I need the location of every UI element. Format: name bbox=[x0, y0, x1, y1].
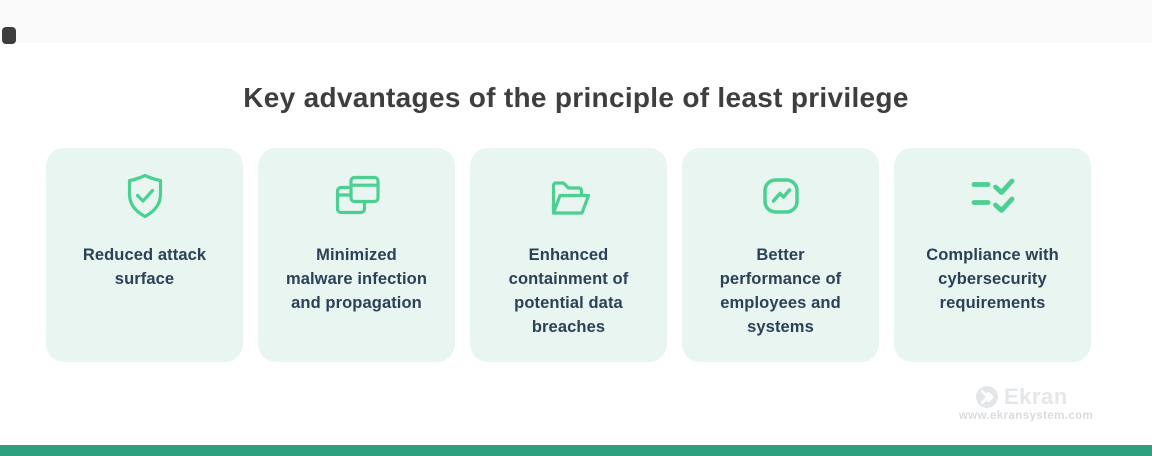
card-better-performance: Better performance of employees and syst… bbox=[682, 148, 879, 362]
card-label: Better performance of employees and syst… bbox=[719, 246, 842, 336]
overlap-windows-icon bbox=[331, 170, 383, 222]
footer-accent-bar bbox=[0, 445, 1152, 456]
card-reduced-attack-surface: Reduced attack surface bbox=[46, 148, 243, 362]
card-label: Compliance with cybersecurity requiremen… bbox=[926, 246, 1059, 312]
ekran-brand-text: Ekran bbox=[1004, 384, 1068, 409]
checklist-icon bbox=[967, 170, 1019, 222]
card-enhanced-containment: Enhanced containment of potential data b… bbox=[470, 148, 667, 362]
ekran-logo-icon bbox=[976, 386, 998, 413]
open-folder-icon bbox=[543, 170, 595, 222]
trend-chart-icon bbox=[755, 170, 807, 222]
card-label: Minimized malware infection and propagat… bbox=[285, 246, 428, 312]
card-label: Enhanced containment of potential data b… bbox=[508, 246, 629, 336]
card-label: Reduced attack surface bbox=[82, 246, 207, 288]
top-band bbox=[0, 0, 1152, 43]
page-title: Key advantages of the principle of least… bbox=[243, 82, 909, 113]
card-compliance: Compliance with cybersecurity requiremen… bbox=[894, 148, 1091, 362]
card-minimized-malware: Minimized malware infection and propagat… bbox=[258, 148, 455, 362]
corner-chip bbox=[2, 27, 16, 44]
ekran-url-text: www.ekransystem.com bbox=[958, 410, 1094, 422]
advantages-card-row: Reduced attack surface Minimized malware… bbox=[46, 148, 1091, 362]
shield-check-icon bbox=[119, 170, 171, 222]
